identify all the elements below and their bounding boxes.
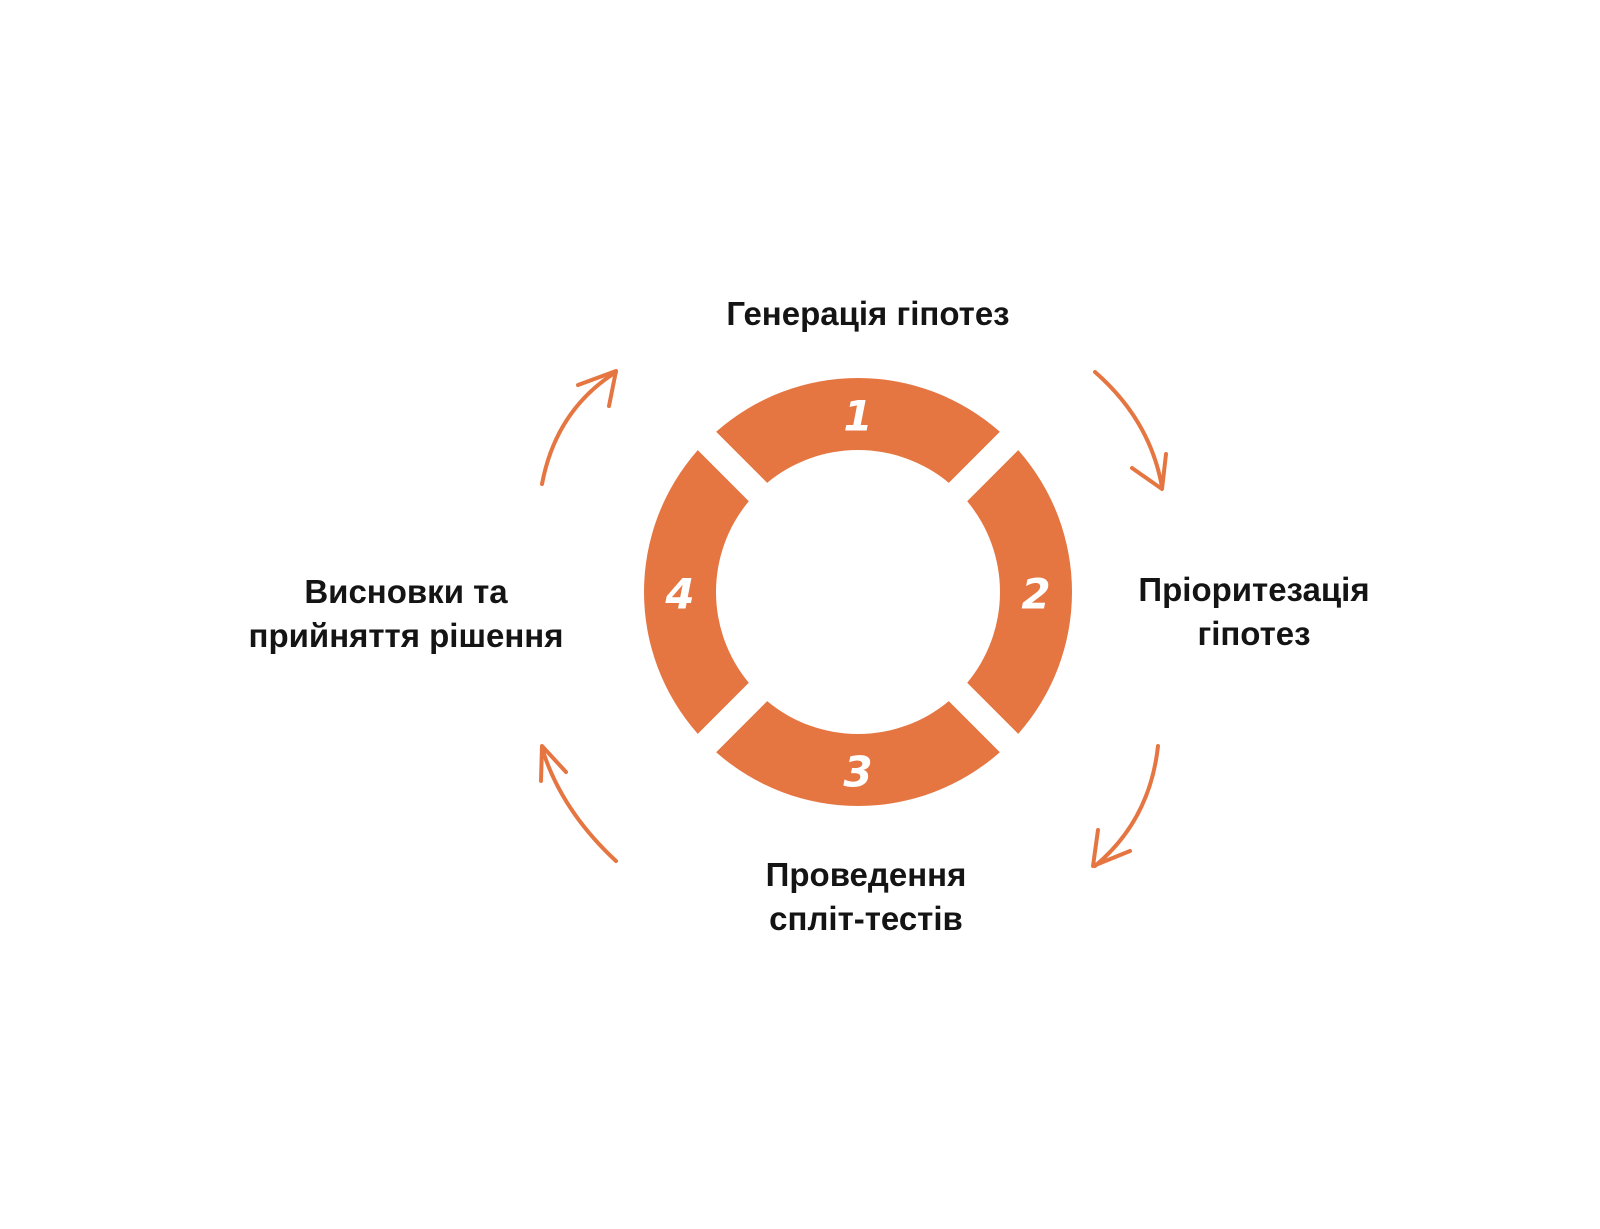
stage-label-2-line-1: Пріоритезація: [1138, 571, 1370, 608]
ring: 1 2 3 4: [644, 378, 1072, 806]
ring-segment-4: [644, 450, 749, 734]
stage-label-1: Генерація гіпотез: [726, 292, 1009, 336]
ring-segment-3: [716, 701, 1000, 806]
stage-label-2: Пріоритезація гіпотез: [1138, 568, 1369, 656]
curved-arrow-icon: [1091, 744, 1160, 868]
segment-number-3: 3: [843, 748, 872, 797]
segment-number-4: 4: [664, 570, 694, 619]
stage-label-4-line-1: Висновки та: [304, 573, 508, 610]
arrows: [539, 369, 1168, 868]
segment-number-2: 2: [1021, 570, 1050, 619]
ring-segment-2: [967, 450, 1072, 734]
ring-segment-1: [716, 378, 1000, 483]
stage-label-3-line-1: Проведення: [765, 856, 967, 893]
curved-arrow-icon: [540, 369, 618, 486]
stage-label-3-line-2: спліт-тестів: [769, 900, 963, 937]
curved-arrow-icon: [1093, 370, 1168, 491]
stage-label-1-line-1: Генерація гіпотез: [726, 295, 1010, 332]
curved-arrow-icon: [539, 744, 618, 863]
stage-label-4: Висновки та прийняття рішення: [249, 570, 564, 658]
stage-label-4-line-2: прийняття рішення: [248, 617, 564, 654]
segment-number-1: 1: [843, 392, 872, 441]
stage-label-3: Проведення спліт-тестів: [766, 853, 967, 941]
stage-label-2-line-2: гіпотез: [1197, 615, 1311, 652]
